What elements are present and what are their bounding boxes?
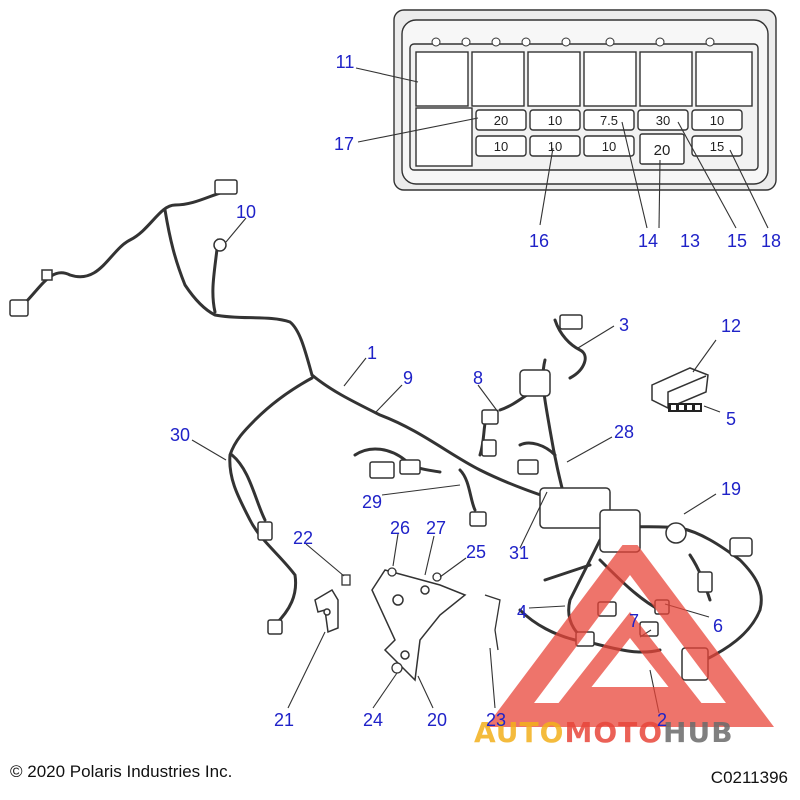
callout-11: 11 [335,52,355,72]
fuse-rating: 20 [494,113,508,128]
callout-20: 20 [426,710,448,730]
automotohub-watermark [486,545,774,727]
callout-16: 16 [528,231,550,251]
callout-12: 12 [720,316,742,336]
callout-19: 19 [720,479,742,499]
bracket-21 [314,588,339,634]
callout-8: 8 [472,368,484,388]
module-12 [651,367,709,409]
callout-1: 1 [366,343,378,363]
callout-6: 6 [712,616,724,636]
label-strip-5 [668,403,702,412]
fuse-rating: 7.5 [600,113,618,128]
callout-27: 27 [425,518,447,538]
fuse-ratings: 20 10 7.5 30 10 10 10 10 20 15 [494,113,724,159]
callout-18: 18 [760,231,782,251]
callout-25: 25 [465,542,487,562]
watermark-text: AUTOMOTOHUB [474,716,734,749]
callout-13: 13 [679,231,701,251]
watermark-part: HUB [663,716,734,749]
watermark-part: MOTO [564,716,664,749]
fuse-box-inset [393,9,777,191]
callout-15: 15 [726,231,748,251]
bracket-20 [371,569,467,682]
callout-22: 22 [292,528,314,548]
callout-2: 2 [656,710,668,730]
watermark-part: AUTO [474,716,565,749]
callout-17: 17 [333,134,355,154]
fuse-rating: 15 [710,139,724,154]
callout-28: 28 [613,422,635,442]
callout-30: 30 [169,425,191,445]
fuse-rating: 10 [602,139,616,154]
callout-7: 7 [628,611,640,631]
callout-4: 4 [516,602,528,622]
callout-31: 31 [508,543,530,563]
fuse-rating: 10 [710,113,724,128]
callout-9: 9 [402,368,414,388]
callout-23: 23 [485,710,507,730]
fuse-rating: 10 [548,139,562,154]
fuse-rating: 30 [656,113,670,128]
leader-lines [191,67,769,714]
fuse-rating: 10 [494,139,508,154]
figure-code: C0211396 [710,768,788,787]
fuse-rating: 20 [654,142,671,159]
callout-5: 5 [725,409,737,429]
callout-10: 10 [235,202,257,222]
callout-29: 29 [361,492,383,512]
callout-14: 14 [637,231,659,251]
callout-26: 26 [389,518,411,538]
fuse-rating: 10 [548,113,562,128]
callout-21: 21 [273,710,295,730]
copyright-text: © 2020 Polaris Industries Inc. [10,762,233,781]
fasteners [341,567,501,674]
callout-3: 3 [618,315,630,335]
callout-24: 24 [362,710,384,730]
